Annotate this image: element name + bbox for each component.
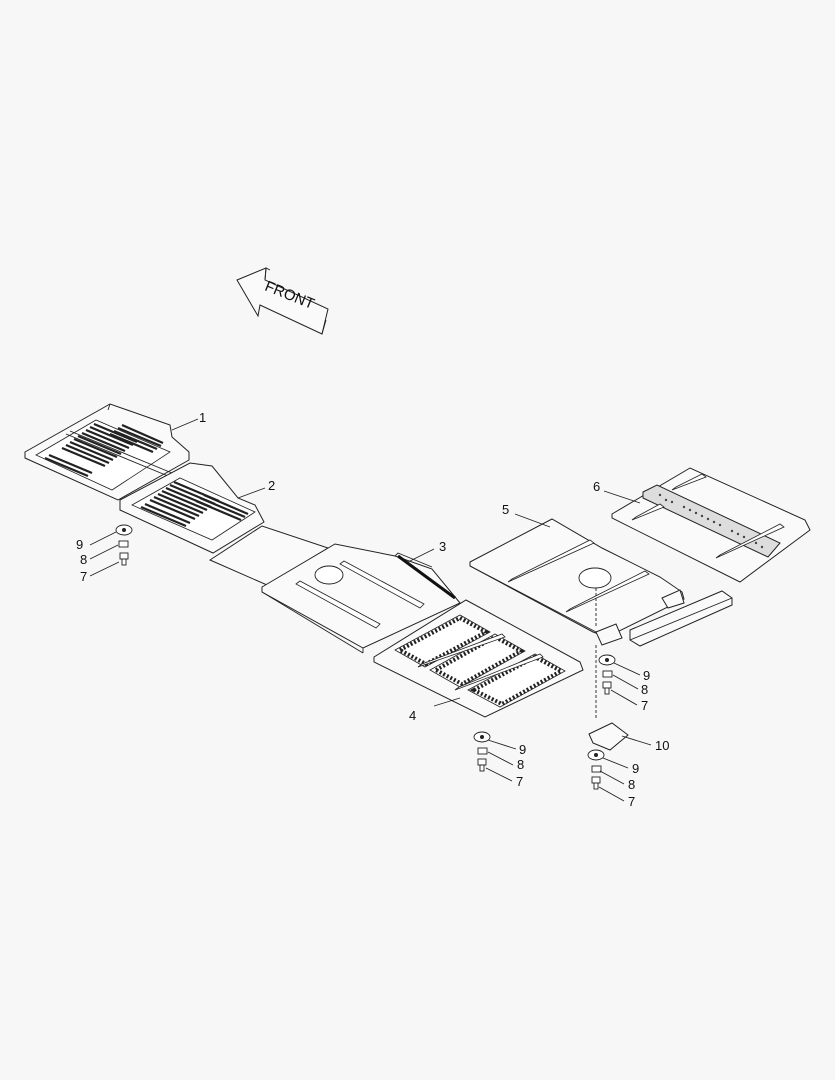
hardware-stack-center: [473, 731, 491, 772]
callout-right-lower-washer: 9: [632, 761, 639, 776]
callout-part-2: 2: [268, 478, 275, 493]
callout-center-nut: 8: [517, 757, 524, 772]
callout-left-bolt: 7: [80, 569, 87, 584]
part-10-cover-plate: [588, 645, 629, 751]
part-3-access-panel: [261, 543, 461, 654]
part-6-rear-plate: [611, 467, 811, 583]
callout-left-nut: 8: [80, 552, 87, 567]
callout-center-bolt: 7: [516, 774, 523, 789]
part-1-front-grille-panel: [24, 403, 190, 501]
callout-center-washer: 9: [519, 742, 526, 757]
hardware-stack-left: [115, 524, 133, 566]
part-4-perforated-panel: [373, 599, 584, 718]
callout-right-upper-bolt: 7: [641, 698, 648, 713]
callout-left-washer: 9: [76, 537, 83, 552]
callout-part-6: 6: [593, 479, 600, 494]
callout-part-4: 4: [409, 708, 416, 723]
callout-right-lower-bolt: 7: [628, 794, 635, 809]
leader-lines: [89, 418, 652, 802]
hardware-stack-right-lower: [587, 749, 605, 790]
callout-right-lower-nut: 8: [628, 777, 635, 792]
callout-right-upper-washer: 9: [643, 668, 650, 683]
hardware-stack-right-upper: [598, 654, 616, 695]
callout-part-10: 10: [655, 738, 669, 753]
callout-part-3: 3: [439, 539, 446, 554]
callout-part-1: 1: [199, 410, 206, 425]
part-5-center-plate: [469, 518, 733, 647]
callout-part-5: 5: [502, 502, 509, 517]
front-arrow: FRONT: [236, 267, 329, 335]
callout-right-upper-nut: 8: [641, 682, 648, 697]
part-2-second-grille-panel: [119, 462, 330, 586]
